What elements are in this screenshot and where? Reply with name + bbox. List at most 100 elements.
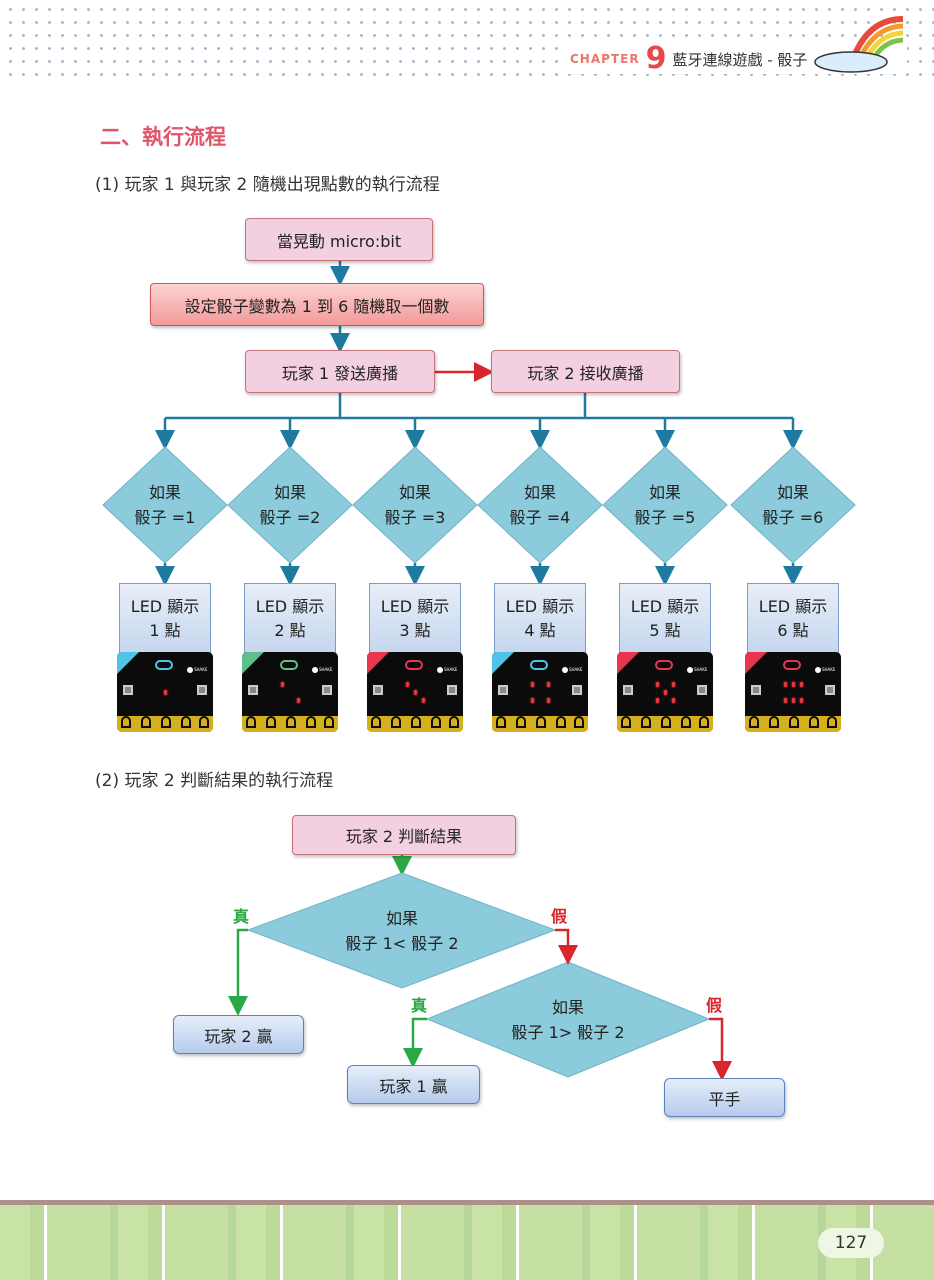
microbit-corner [367,652,389,674]
led-on [784,698,787,703]
microbit-corner [117,652,139,674]
button-b [322,685,332,695]
led-on [414,690,417,695]
player1-send-box: 玩家 1 發送廣播 [245,350,435,393]
decision-diamond [102,446,228,564]
led-on [792,698,795,703]
microbit-logo-icon [783,660,801,670]
microbit-image: SHAKE [117,652,213,732]
microbit-corner [745,652,767,674]
flow1-caption: (1) 玩家 1 與玩家 2 隨機出現點數的執行流程 [95,175,440,195]
pin [121,716,131,728]
shake-indicator [687,667,693,673]
decision-text: 如果骰子 =6 [762,483,824,527]
button-b [197,685,207,695]
player2-receive-box: 玩家 2 接收廣播 [491,350,680,393]
microbit-corner [617,652,639,674]
pin [769,716,779,728]
pin [391,716,401,728]
decision-diamond [352,446,478,564]
pin [199,716,209,728]
decision-diamond-1 [246,872,557,989]
decision-text: 如果骰子 =1 [134,483,196,527]
shake-indicator [437,667,443,673]
led-on [531,698,534,703]
pin [574,716,584,728]
led-on [672,698,675,703]
microbit-image: SHAKE [617,652,713,732]
pin [411,716,421,728]
led-on [547,682,550,687]
pin [431,716,441,728]
led-on [406,682,409,687]
microbit-corner [242,652,264,674]
shake-indicator [312,667,318,673]
decision-text: 如果骰子 =4 [509,483,571,527]
shake-indicator [187,667,193,673]
led-on [422,698,425,703]
pin [161,716,171,728]
pin [699,716,709,728]
pin [496,716,506,728]
microbit-image: SHAKE [367,652,463,732]
decision-text: 如果骰子 =5 [634,483,696,527]
button-a [123,685,133,695]
pin [789,716,799,728]
player2-judge-box: 玩家 2 判斷結果 [292,815,516,855]
false-label-2: 假 [706,996,723,1015]
pin [809,716,819,728]
shake-indicator [815,667,821,673]
microbit-logo-icon [405,660,423,670]
microbit-image: SHAKE [745,652,841,732]
led-on [656,682,659,687]
page-number: 127 [818,1228,884,1258]
pin [749,716,759,728]
true-label-1: 真 [233,907,250,926]
flow2-caption: (2) 玩家 2 判斷結果的執行流程 [95,771,334,791]
false-label-1: 假 [551,907,568,926]
pin [827,716,837,728]
decision-1-text: 如果骰子 1< 骰子 2 [345,909,459,953]
button-b [572,685,582,695]
pin [516,716,526,728]
led-on [656,698,659,703]
draw-box: 平手 [664,1078,785,1117]
rainbow-cloud-icon [814,16,904,73]
microbit-logo-icon [155,660,173,670]
led-on [164,690,167,695]
button-b [447,685,457,695]
decision-diamond [227,446,353,564]
decision-2-text: 如果骰子 1> 骰子 2 [511,998,625,1042]
chapter-number: 9 [645,41,667,76]
button-a [248,685,258,695]
led-on [792,682,795,687]
start-shake-box: 當晃動 micro:bit [245,218,433,261]
pin [286,716,296,728]
led-on [784,682,787,687]
chapter-word: CHAPTER [570,52,640,66]
pin [641,716,651,728]
led-on [800,698,803,703]
decision-diamond-2 [425,961,711,1078]
button-a [751,685,761,695]
decision-text: 如果骰子 =3 [384,483,446,527]
microbit-image: SHAKE [242,652,338,732]
led-on [800,682,803,687]
microbit-image: SHAKE [492,652,588,732]
set-dice-variable-box: 設定骰子變數為 1 到 6 隨機取一個數 [150,283,484,326]
button-b [697,685,707,695]
pin [181,716,191,728]
pin [324,716,334,728]
footer-divider [0,1200,934,1205]
player1-wins-box: 玩家 1 贏 [347,1065,480,1104]
shake-indicator [562,667,568,673]
led-on [547,698,550,703]
pin [661,716,671,728]
decision-diamond [730,446,856,564]
chapter-header: CHAPTER 9 藍牙連線遊戲 - 骰子 [566,16,908,76]
microbit-logo-icon [280,660,298,670]
